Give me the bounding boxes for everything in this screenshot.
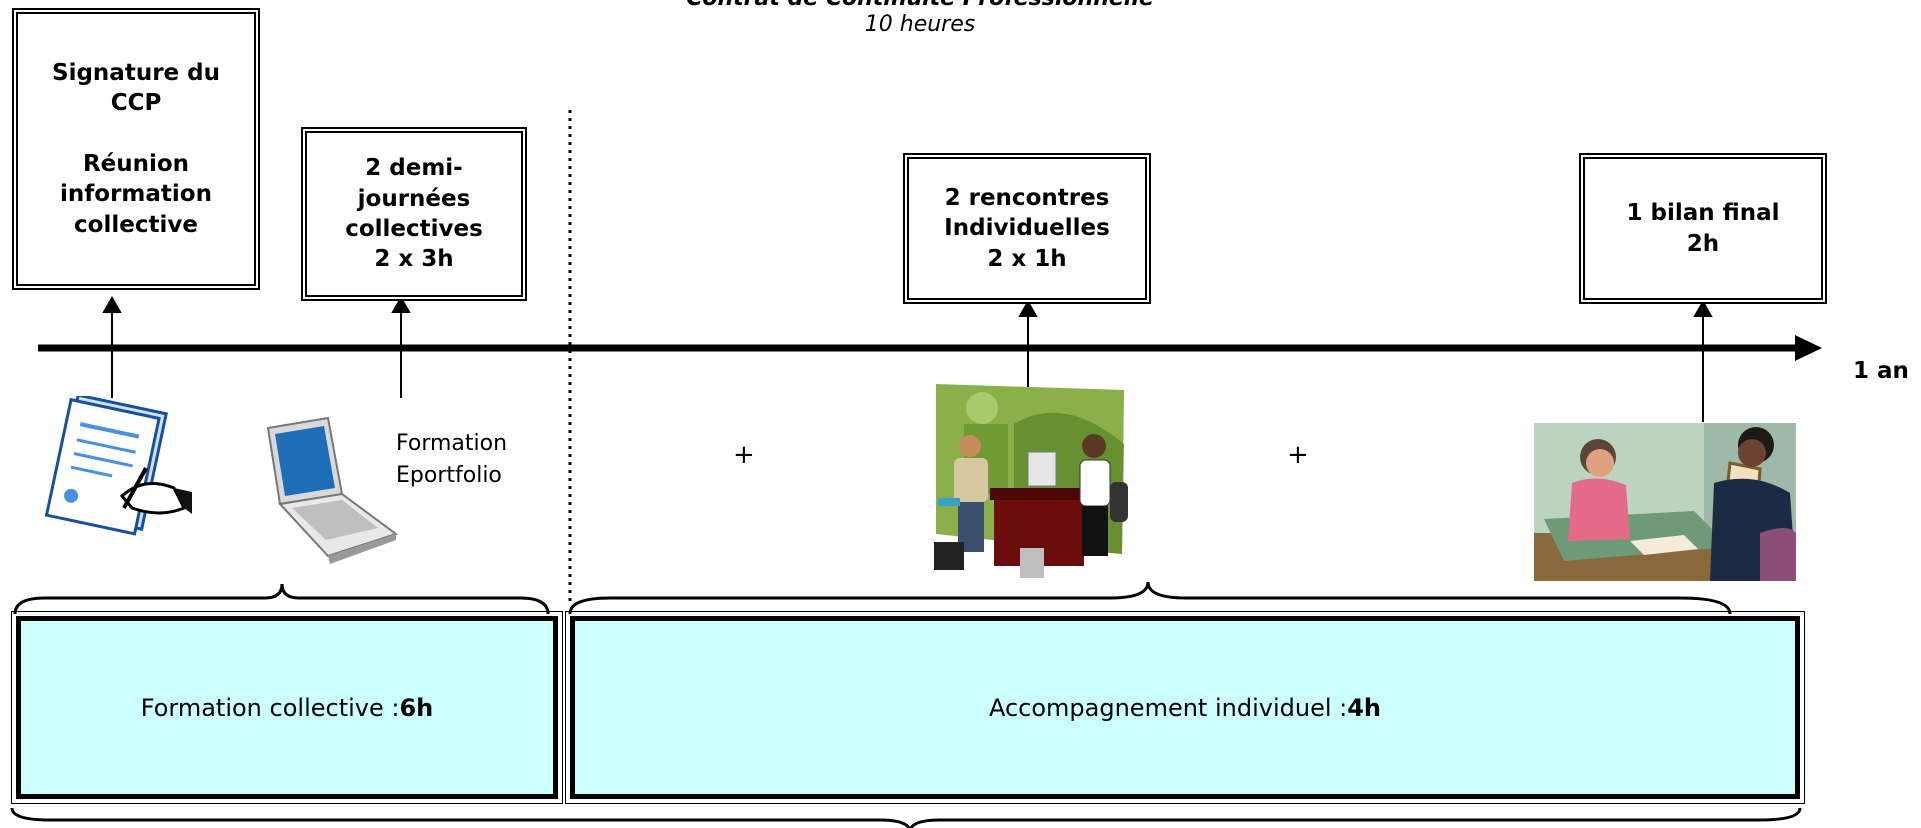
timeline-end-label: 1 an	[1853, 358, 1909, 384]
consultation-illustration	[1534, 423, 1796, 581]
document-signing-icon	[44, 396, 192, 536]
plus-sign: +	[733, 440, 755, 470]
band-accompagnement-label: Accompagnement individuel :	[988, 693, 1348, 722]
brace-formation	[13, 583, 550, 615]
page-subtitle: 10 heures	[864, 12, 976, 37]
connector-arrows	[102, 295, 1713, 422]
band-formation-value: 6h	[399, 693, 434, 722]
band-accompagnement-value: 4h	[1347, 693, 1382, 722]
band-formation-label: Formation collective :	[140, 693, 400, 722]
box-demi-journees: 2 demi- journées collectives 2 x 3h	[301, 127, 527, 301]
plus-sign: +	[1287, 440, 1309, 470]
meeting-illustration	[934, 384, 1128, 578]
box-rencontres: 2 rencontres Individuelles 2 x 1h	[903, 153, 1151, 304]
timeline-arrow	[38, 335, 1822, 361]
laptop-icon	[266, 416, 398, 564]
formation-eportfolio-label: Formation Eportfolio	[396, 431, 508, 488]
box-signature-ccp: Signature du CCP Réunion information col…	[12, 8, 260, 290]
page-title: Contrat de Continuité Professionnelle	[0, 0, 1840, 11]
band-accompagnement-individuel: Accompagnement individuel : 4h	[565, 611, 1805, 804]
box-bilan-final: 1 bilan final 2h	[1579, 153, 1827, 304]
brace-total	[10, 807, 1802, 828]
band-formation-collective: Formation collective : 6h	[11, 611, 563, 804]
brace-accompagnement	[568, 581, 1732, 615]
